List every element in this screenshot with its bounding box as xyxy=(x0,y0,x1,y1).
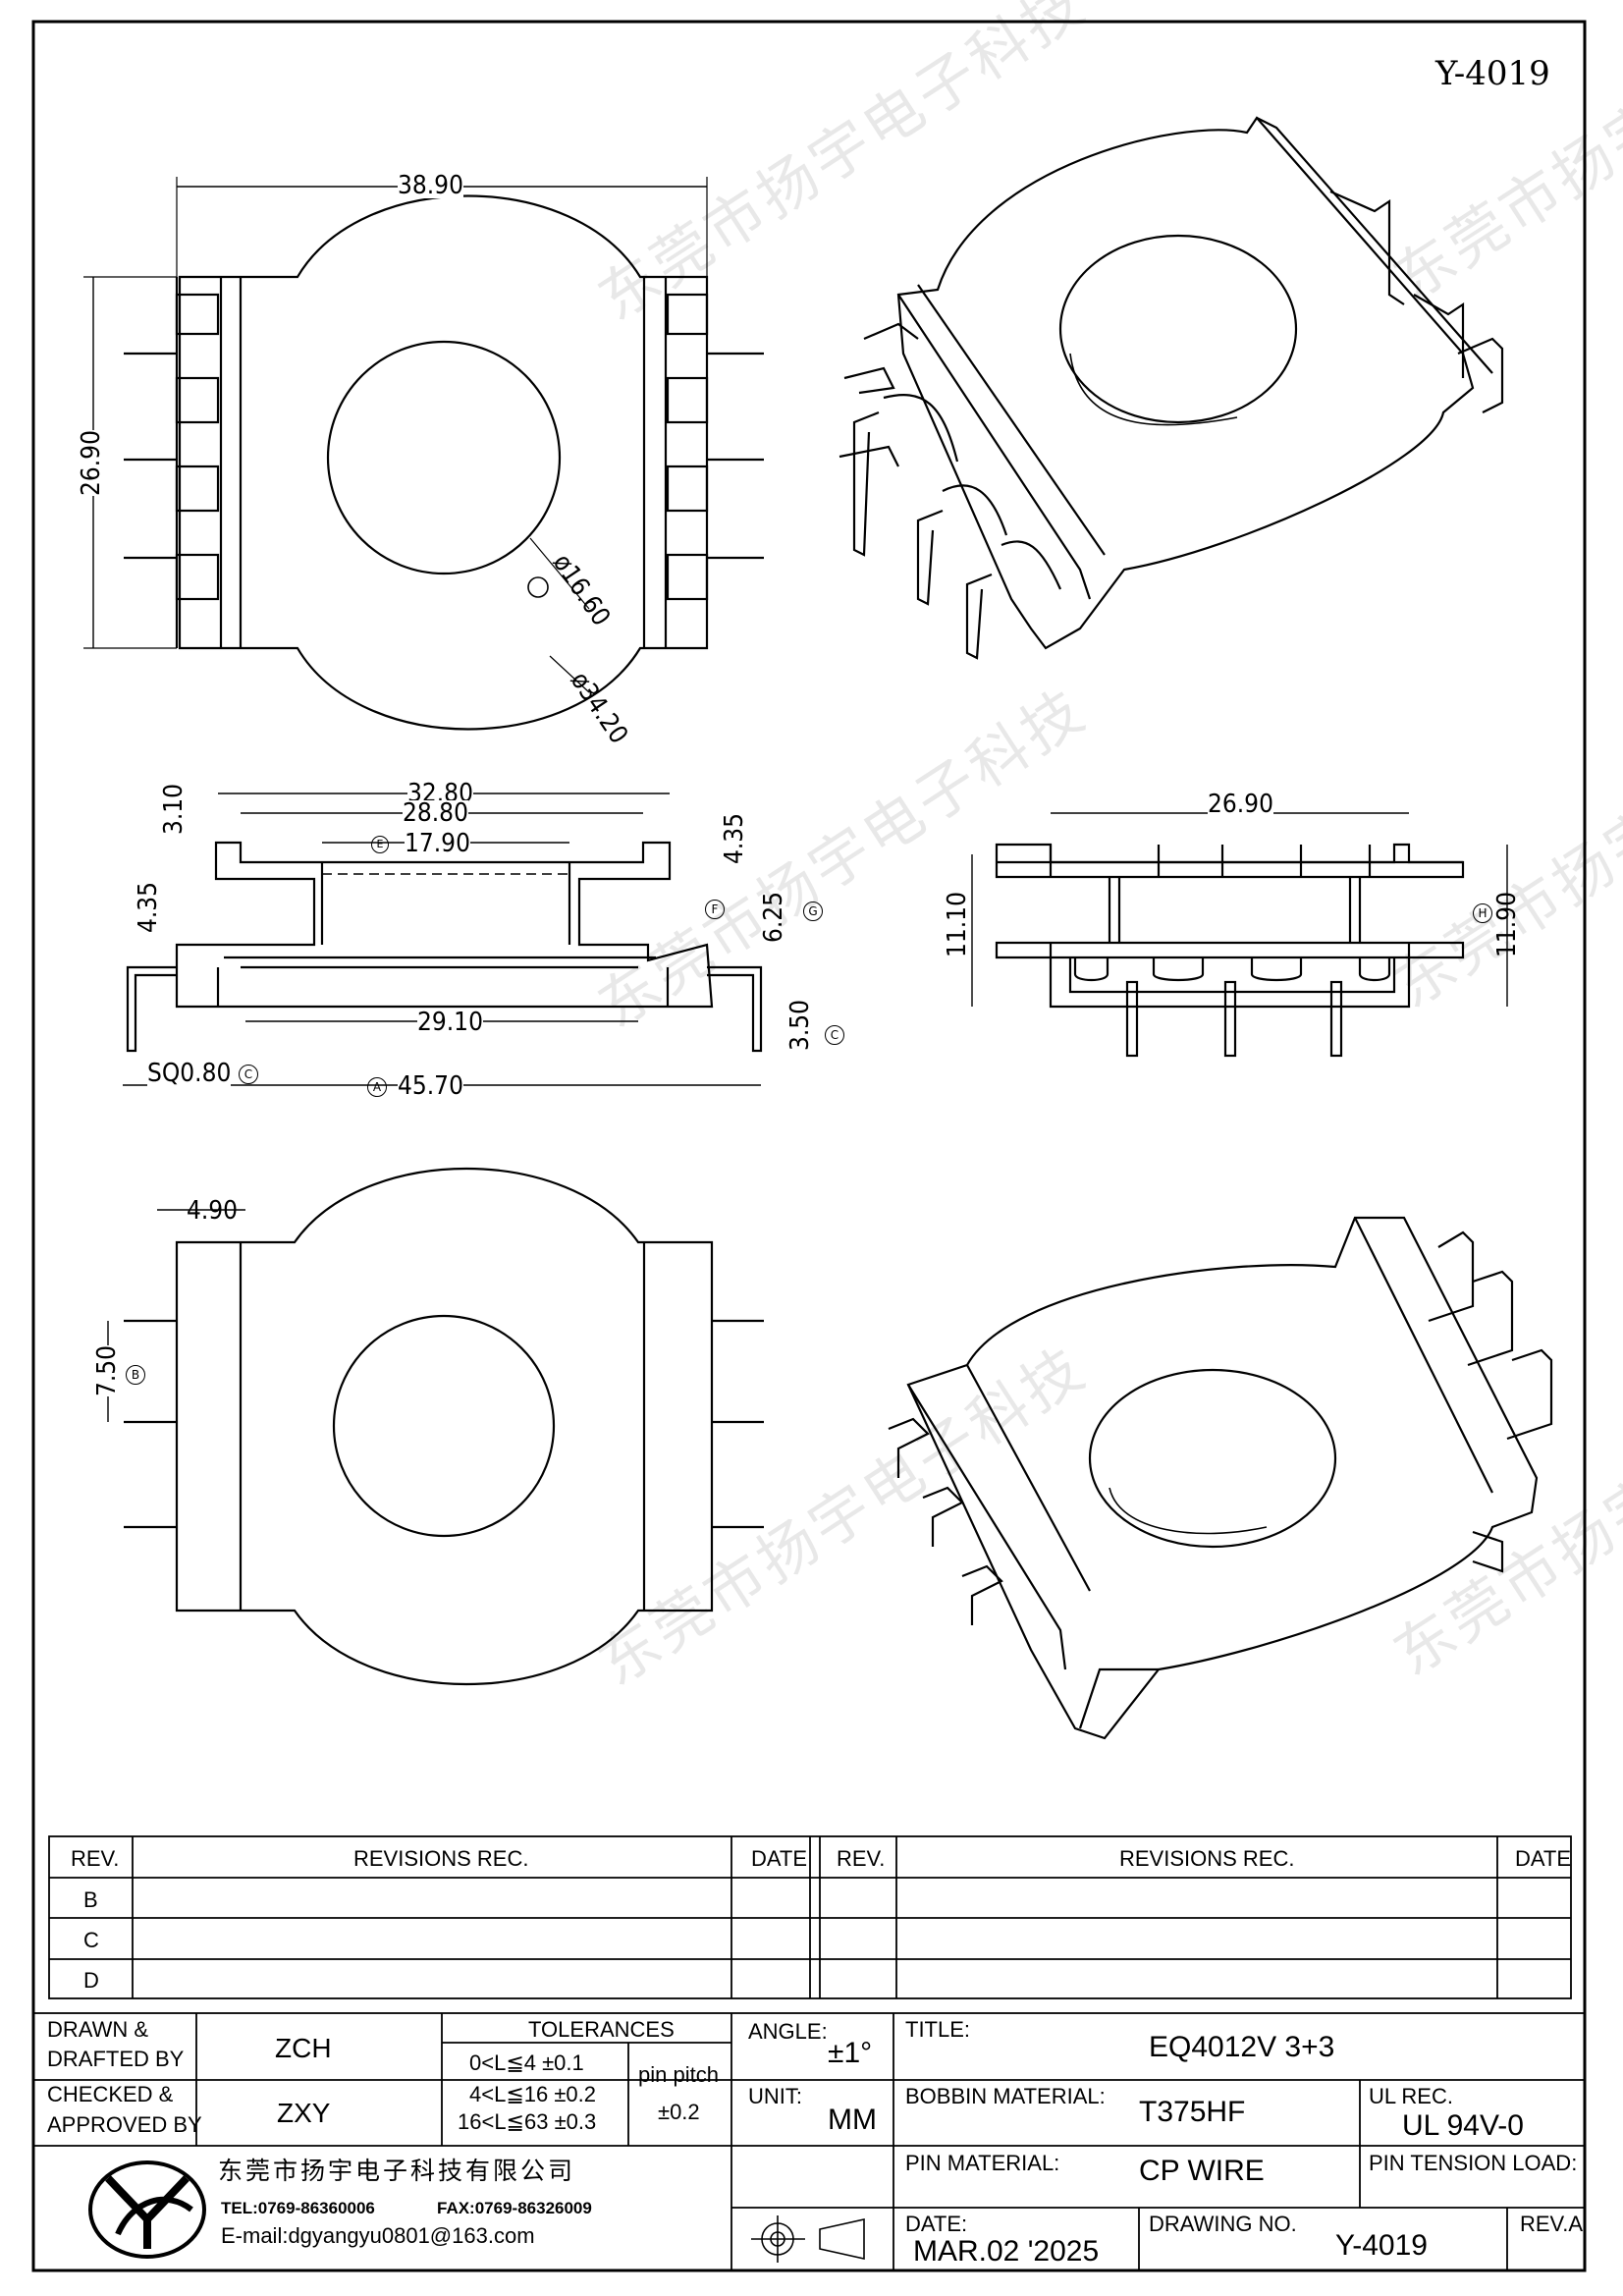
drawing-no-value: Y-4019 xyxy=(1335,2229,1428,2262)
bobbin-material-value: T375HF xyxy=(1139,2096,1246,2128)
dim-side-height-left: 11.10 xyxy=(943,892,972,957)
pin-pitch-value: ±0.2 xyxy=(658,2100,700,2124)
projection-symbol xyxy=(751,2215,865,2263)
checked-label-2: APPROVED BY xyxy=(47,2112,202,2137)
drawn-label-2: DRAFTED BY xyxy=(47,2047,185,2071)
pin-pitch-label: pin pitch xyxy=(638,2062,719,2087)
dim-front-left-offset: 4.35 xyxy=(134,881,163,933)
sheet-border xyxy=(31,20,1587,2272)
company-email: E-mail:dgyangyu0801@163.com xyxy=(221,2223,535,2248)
dim-front-pin-length: 3.50 xyxy=(785,999,815,1051)
unit-value: MM xyxy=(828,2104,877,2136)
marker-c-pin: C xyxy=(239,1065,258,1084)
bobbin-material-label: BOBBIN MATERIAL: xyxy=(905,2084,1106,2108)
checked-value: ZXY xyxy=(277,2098,331,2128)
dim-front-top-thickness: 3.10 xyxy=(159,783,189,835)
title-value: EQ4012V 3+3 xyxy=(1149,2031,1335,2063)
tolerances-label: TOLERANCES xyxy=(528,2017,675,2042)
date-header-right: DATE xyxy=(1515,1846,1572,1871)
rev-row-d: D xyxy=(83,1968,99,1993)
iso-view-top xyxy=(839,116,1504,660)
dim-front-pin-size: SQ0.80 xyxy=(147,1059,232,1088)
rev-header-right: REV. xyxy=(837,1846,886,1871)
date-label: DATE: xyxy=(905,2212,968,2236)
company-tel: TEL:0769-86360006 xyxy=(221,2199,375,2217)
tol-row-3: 16<L≦63 ±0.3 xyxy=(458,2109,597,2134)
marker-a: A xyxy=(367,1077,387,1097)
unit-label: UNIT: xyxy=(748,2084,802,2108)
rev-row-c: C xyxy=(83,1928,99,1952)
drawing-no-label: DRAWING NO. xyxy=(1149,2212,1297,2236)
title-block-grid xyxy=(32,2012,1586,2271)
rev-label: REV.A xyxy=(1520,2212,1584,2236)
marker-h: H xyxy=(1473,903,1492,923)
marker-g: G xyxy=(803,902,823,921)
pin-tension-label: PIN TENSION LOAD: xyxy=(1369,2151,1578,2175)
marker-c-length: C xyxy=(825,1025,844,1045)
dim-side-width: 26.90 xyxy=(1208,790,1273,819)
dim-front-flange: 28.80 xyxy=(403,798,468,828)
revision-table xyxy=(48,1835,1572,1999)
dim-side-height-right: 11.90 xyxy=(1492,892,1522,957)
company-fax: FAX:0769-86326009 xyxy=(437,2199,592,2217)
company-name: 东莞市扬宇电子科技有限公司 xyxy=(218,2157,576,2185)
drawn-label-1: DRAWN & xyxy=(47,2017,149,2042)
marker-e: E xyxy=(371,836,389,853)
ul-rec-value: UL 94V-0 xyxy=(1402,2109,1524,2142)
dim-front-right-offset: 4.35 xyxy=(720,812,749,864)
angle-label: ANGLE: xyxy=(748,2019,828,2044)
rec-header-right: REVISIONS REC. xyxy=(1119,1846,1295,1871)
dim-bottom-pin-pitch: 7.50 xyxy=(92,1344,122,1396)
pin-material-value: CP WIRE xyxy=(1139,2155,1265,2187)
bottom-view xyxy=(107,1167,764,1686)
rec-header-left: REVISIONS REC. xyxy=(353,1846,529,1871)
checked-label-1: CHECKED & xyxy=(47,2082,174,2106)
tol-row-2: 4<L≦16 ±0.2 xyxy=(469,2082,596,2106)
dim-front-pin-span: 45.70 xyxy=(398,1071,463,1101)
rev-header-left: REV. xyxy=(71,1846,120,1871)
date-value: MAR.02 '2025 xyxy=(913,2235,1100,2268)
date-header-left: DATE xyxy=(751,1846,808,1871)
drawn-value: ZCH xyxy=(275,2033,332,2063)
company-logo xyxy=(88,2160,206,2259)
dim-front-inner-height: 6.25 xyxy=(759,891,788,943)
dim-front-center: 17.90 xyxy=(405,829,470,858)
rev-row-b: B xyxy=(83,1887,98,1912)
tol-row-1: 0<L≦4 ±0.1 xyxy=(469,2050,584,2075)
marker-b: B xyxy=(126,1365,145,1385)
angle-value: ±1° xyxy=(828,2037,873,2069)
marker-f: F xyxy=(705,900,725,919)
drawing-number-top: Y-4019 xyxy=(1435,54,1550,93)
dim-front-base: 29.10 xyxy=(417,1008,483,1037)
iso-view-bottom xyxy=(888,1216,1553,1740)
dim-top-width: 38.90 xyxy=(398,171,463,200)
side-view xyxy=(971,812,1508,1058)
dim-bottom-flange: 4.90 xyxy=(187,1196,239,1226)
title-label: TITLE: xyxy=(905,2017,971,2042)
pin-material-label: PIN MATERIAL: xyxy=(905,2151,1060,2175)
dim-top-height: 26.90 xyxy=(77,430,106,496)
ul-rec-label: UL REC. xyxy=(1369,2084,1453,2108)
